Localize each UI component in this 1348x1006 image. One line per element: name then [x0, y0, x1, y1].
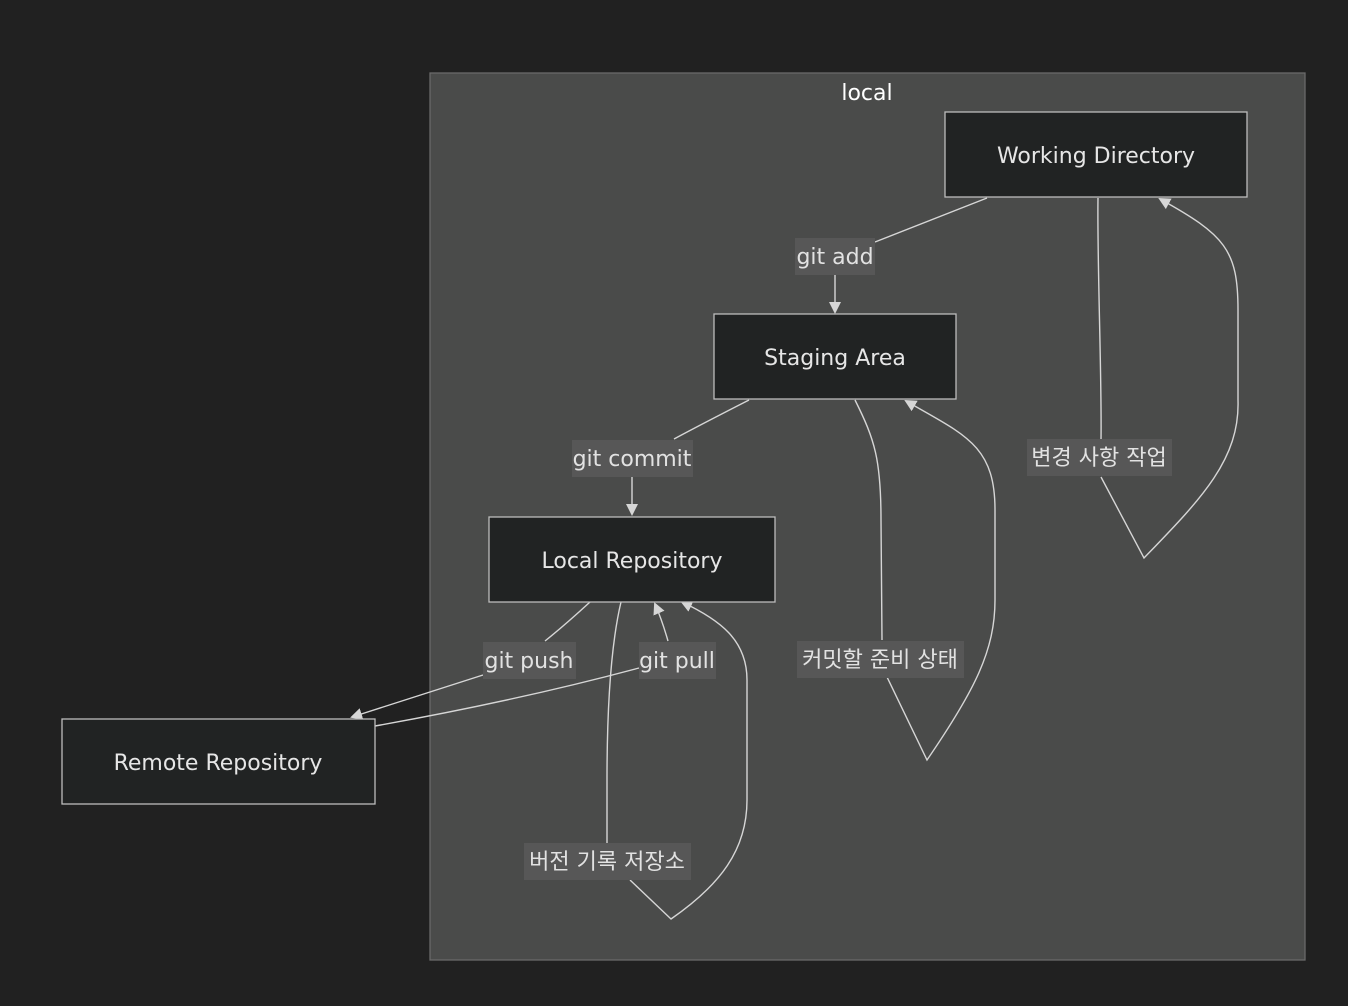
edge-git-commit: [632, 399, 750, 514]
node-label: Staging Area: [764, 346, 906, 371]
edge-git-add: [835, 197, 988, 312]
edge-local-self: [606, 602, 748, 920]
edge-label-local-self: 버전 기록 저장소: [524, 843, 691, 880]
node-working-directory[interactable]: Working Directory: [944, 111, 1248, 198]
edge-label-text: git commit: [573, 447, 692, 472]
edge-label-git-commit: git commit: [572, 440, 693, 477]
cluster-title: local: [841, 81, 892, 106]
node-staging-area[interactable]: Staging Area: [713, 313, 957, 400]
edge-label-git-add: git add: [795, 238, 875, 275]
edges: [352, 197, 1239, 920]
node-remote-repository[interactable]: Remote Repository: [61, 718, 376, 805]
edge-label-git-pull: git pull: [639, 642, 716, 679]
edge-label-text: git add: [796, 245, 873, 270]
node-label: Remote Repository: [114, 751, 323, 776]
edge-label-staging-self: 커밋할 준비 상태: [797, 641, 964, 678]
edge-label-text: 커밋할 준비 상태: [802, 648, 958, 673]
edge-label-wd-self: 변경 사항 작업: [1027, 439, 1172, 476]
edge-staging-self: [854, 400, 996, 762]
edge-label-text: git pull: [639, 649, 715, 674]
edge-git-push: [352, 601, 591, 717]
node-label: Local Repository: [542, 549, 723, 574]
node-local-repository[interactable]: Local Repository: [488, 516, 776, 603]
edge-label-text: 버전 기록 저장소: [529, 850, 685, 875]
edge-label-git-push: git push: [483, 642, 576, 679]
edge-label-text: git push: [484, 649, 573, 674]
edge-label-text: 변경 사항 작업: [1031, 446, 1166, 471]
edge-wd-self: [1097, 198, 1239, 560]
node-label: Working Directory: [997, 144, 1195, 169]
edge-git-pull: [374, 604, 669, 727]
